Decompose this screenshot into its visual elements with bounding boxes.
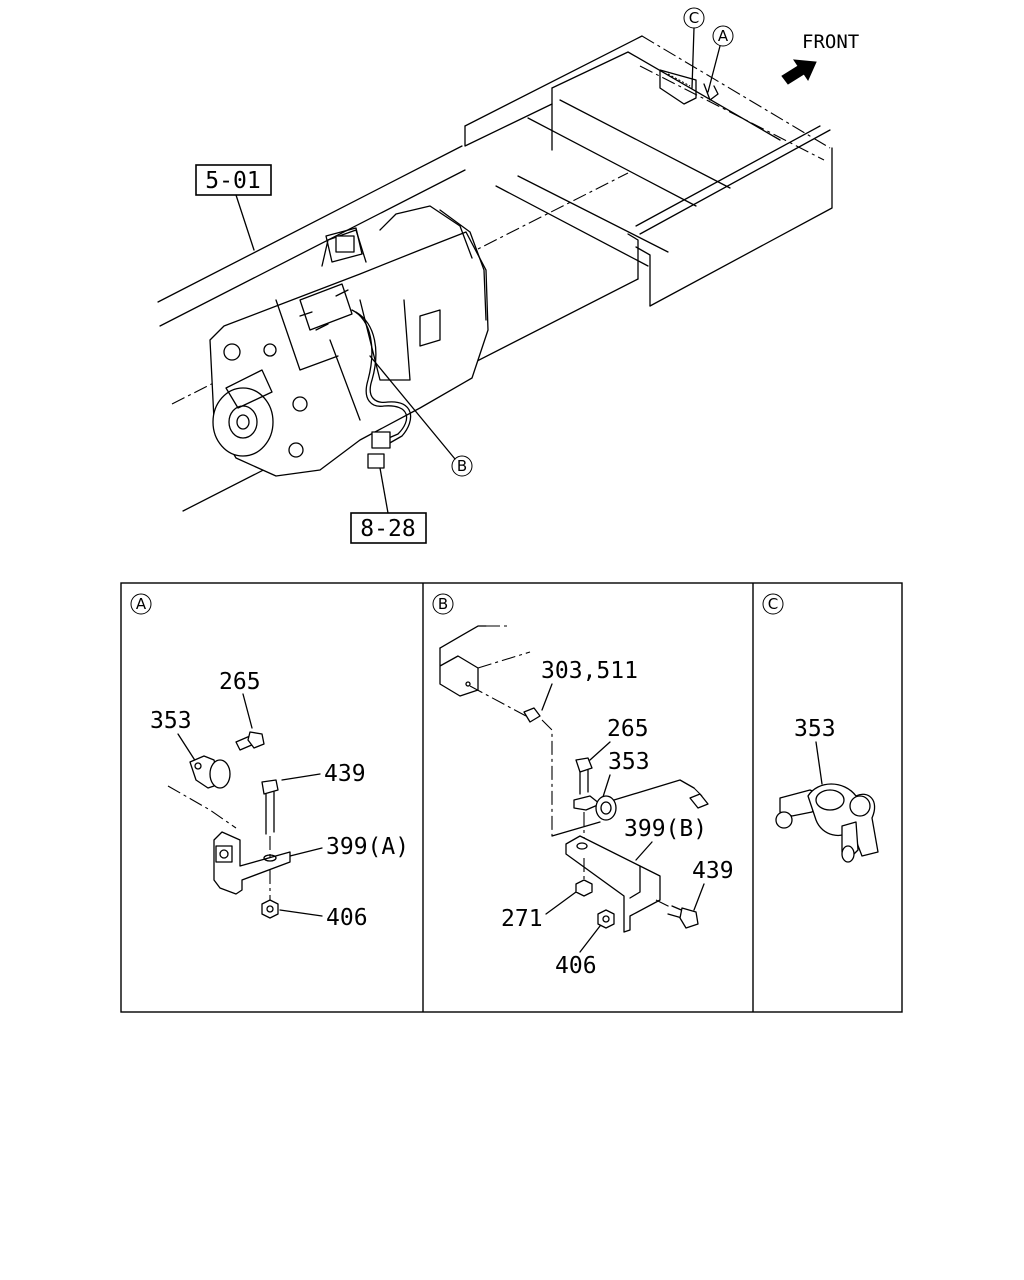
front-indicator: FRONT <box>781 31 859 85</box>
panel-c-label-353: 353 <box>794 716 836 742</box>
main-callout-a: A <box>707 25 734 93</box>
panel-c-id: C <box>768 595 778 613</box>
panel-b-label-439: 439 <box>692 858 734 884</box>
panel-b-label-399: 399(B) <box>624 816 707 842</box>
transmission <box>209 205 489 477</box>
panel-a-label-353: 353 <box>150 708 192 734</box>
panel-b-label-303: 303,511 <box>541 658 638 684</box>
main-callout-c-label: C <box>689 9 699 27</box>
panel-a-label-439: 439 <box>324 761 366 787</box>
main-callout-a-label: A <box>718 27 729 45</box>
ref-box-frame: 5-01 <box>195 164 272 251</box>
main-callout-c: C <box>683 7 705 89</box>
main-callout-b: B <box>369 355 473 477</box>
panel-a-id: A <box>136 595 147 613</box>
panel-c: C 353 <box>762 593 879 863</box>
detail-panels-frame <box>120 582 903 1013</box>
panel-a: A 265 353 439 399(A) 406 <box>130 593 409 931</box>
panel-b-label-406: 406 <box>555 953 597 979</box>
panel-b-label-265: 265 <box>607 716 649 742</box>
ref-box-harness: 8-28 <box>350 467 427 544</box>
panel-b-label-271: 271 <box>501 906 543 932</box>
front-label: FRONT <box>802 31 859 53</box>
ref-harness-label: 8-28 <box>360 516 415 542</box>
panel-b-label-353: 353 <box>608 749 650 775</box>
panel-a-label-399: 399(A) <box>326 834 409 860</box>
panel-b-id: B <box>438 595 448 613</box>
main-callout-b-label: B <box>457 457 467 475</box>
ref-frame-label: 5-01 <box>205 168 260 194</box>
panel-b: B 303,511 265 353 399(B) <box>432 593 734 979</box>
panel-a-label-265: 265 <box>219 669 261 695</box>
panel-a-label-406: 406 <box>326 905 368 931</box>
front-arrow-icon <box>781 59 817 85</box>
